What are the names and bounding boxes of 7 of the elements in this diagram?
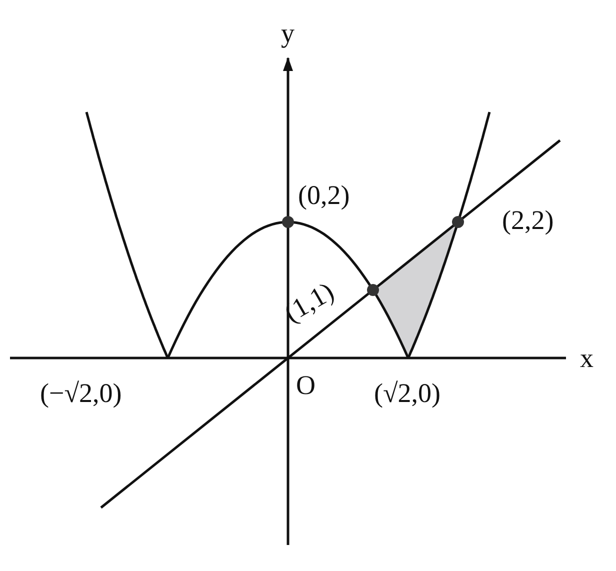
origin-label: O (296, 370, 316, 400)
point-label: (√2,0) (374, 378, 441, 408)
point-label: (0,2) (298, 180, 350, 210)
axis-label: y (281, 18, 294, 48)
point-label: (−√2,0) (40, 378, 122, 408)
axis-label: x (580, 343, 594, 373)
point-label: (2,2) (502, 205, 554, 235)
